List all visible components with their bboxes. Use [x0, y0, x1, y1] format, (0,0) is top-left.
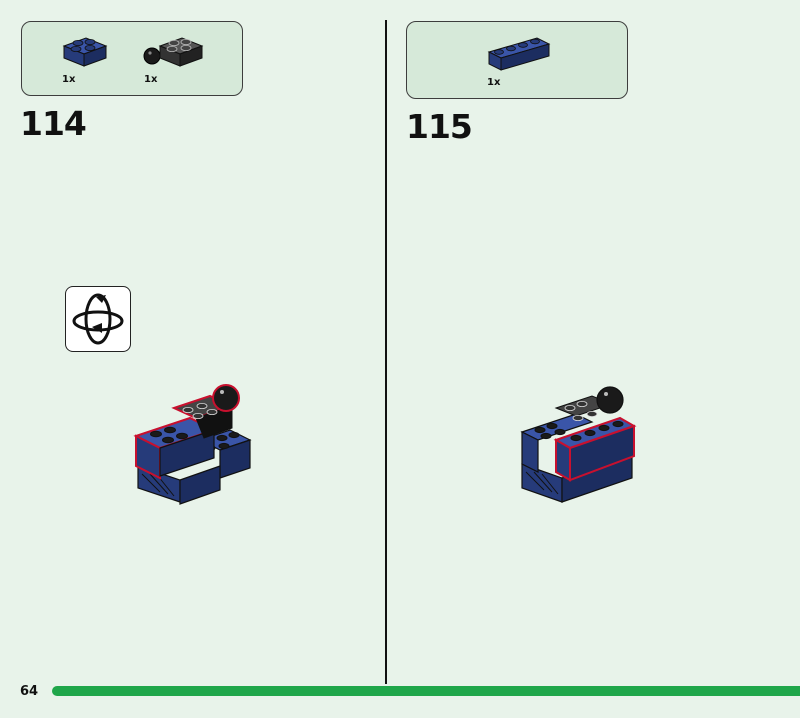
- progress-bar: [52, 686, 800, 696]
- blue-1x4-brick-icon: [487, 37, 551, 71]
- page-divider: [385, 20, 387, 684]
- blue-2x2-brick-icon: [62, 37, 108, 67]
- page-number: 64: [20, 684, 39, 699]
- step-number: 115: [406, 107, 473, 146]
- black-2x2-brick-with-ball-icon: [143, 37, 204, 67]
- parts-callout-114: 1x 1x: [21, 21, 243, 96]
- step-114-model: [133, 384, 252, 505]
- step-number: 114: [20, 104, 87, 143]
- part-qty: 1x: [487, 77, 501, 88]
- part-qty: 1x: [62, 74, 76, 85]
- rotate-model-callout: [65, 286, 131, 352]
- rotate-model-icon: [72, 293, 124, 345]
- parts-callout-115: 1x: [406, 21, 628, 99]
- step-115-model: [520, 386, 637, 503]
- part-qty: 1x: [144, 74, 158, 85]
